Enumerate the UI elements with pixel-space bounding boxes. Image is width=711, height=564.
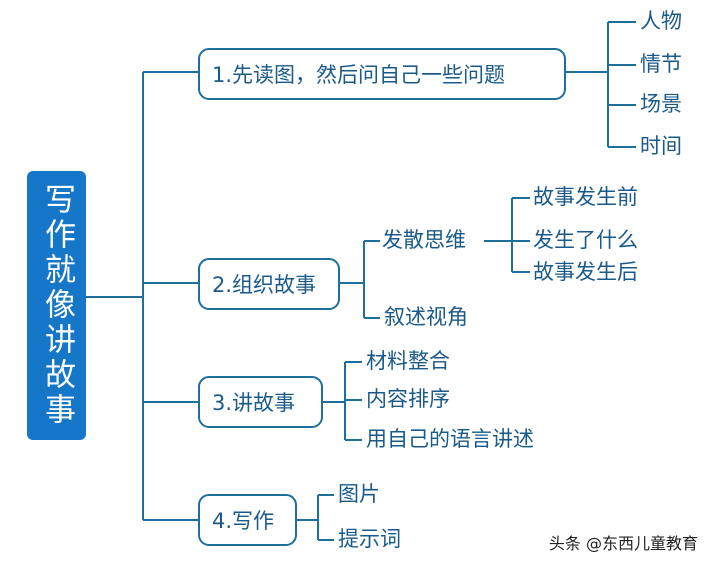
branch-4-label: 4.写作 [212, 509, 275, 533]
branch-3-label: 3.讲故事 [212, 391, 296, 415]
branch-1-child-1: 人物 [640, 9, 682, 33]
branch-4-child-1: 图片 [338, 482, 380, 506]
branch-1-child-2: 情节 [640, 52, 682, 76]
branch-3-node: 3.讲故事 [198, 376, 323, 428]
branch-2-sub-1: 发散思维 [382, 228, 466, 252]
root-label: 写作就像讲故事 [39, 183, 75, 428]
root-node: 写作就像讲故事 [27, 171, 86, 440]
branch-4-child-2: 提示词 [338, 527, 401, 551]
branch-2-sub-1-child-2: 发生了什么 [533, 228, 638, 252]
branch-2-node: 2.组织故事 [198, 258, 340, 310]
branch-1-node: 1.先读图，然后问自己一些问题 [198, 48, 566, 100]
branch-1-label: 1.先读图，然后问自己一些问题 [212, 63, 506, 87]
branch-3-child-3: 用自己的语言讲述 [366, 427, 534, 451]
branch-3-child-2: 内容排序 [366, 387, 450, 411]
branch-4-node: 4.写作 [198, 494, 297, 546]
branch-2-sub-1-child-1: 故事发生前 [533, 185, 638, 209]
branch-2-sub-1-child-3: 故事发生后 [533, 260, 638, 284]
branch-1-child-4: 时间 [640, 134, 682, 158]
branch-1-child-3: 场景 [640, 92, 682, 116]
branch-3-child-1: 材料整合 [366, 349, 450, 373]
watermark: 头条 @东西儿童教育 [548, 534, 698, 553]
branch-2-sub-2: 叙述视角 [384, 305, 468, 329]
branch-2-label: 2.组织故事 [212, 273, 317, 297]
